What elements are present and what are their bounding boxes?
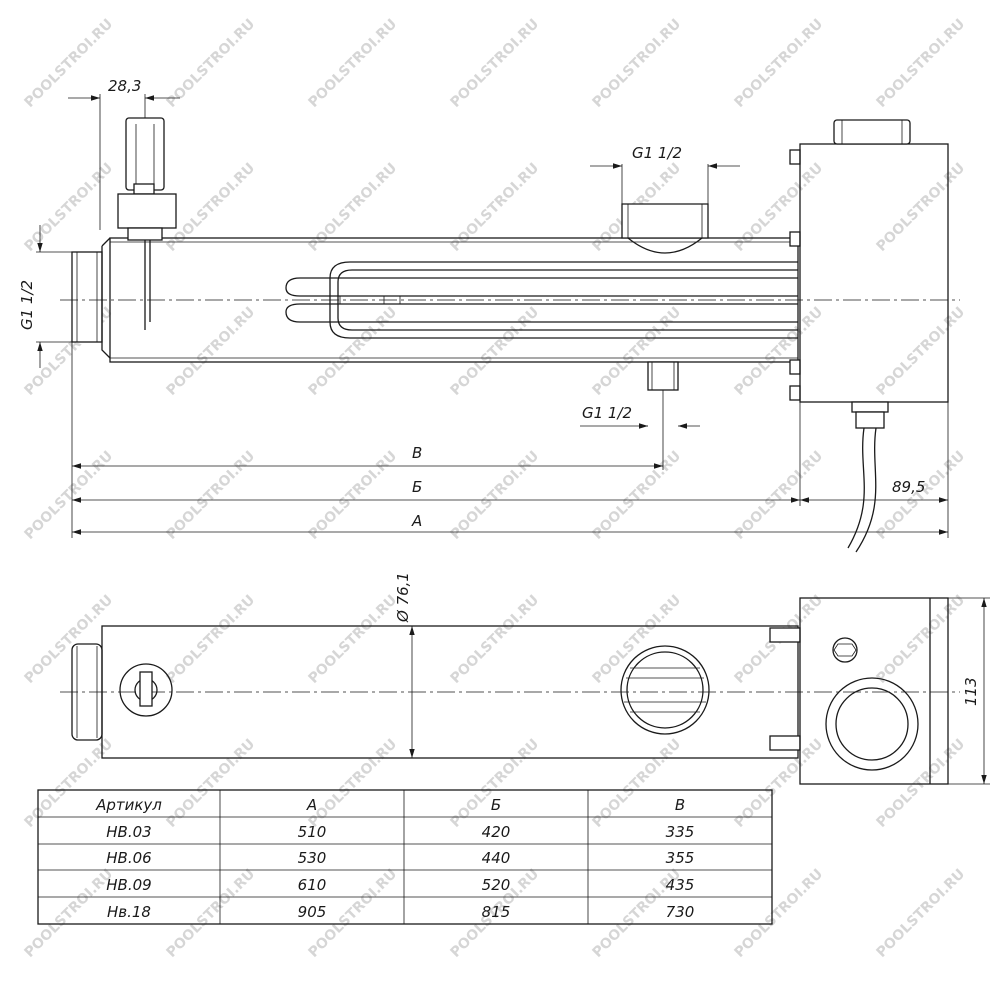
watermark-text: POOLSTROI.RU bbox=[164, 16, 259, 111]
watermark-text: POOLSTROI.RU bbox=[306, 448, 401, 543]
dim-length-a: А bbox=[411, 512, 422, 530]
watermark-text: POOLSTROI.RU bbox=[22, 160, 117, 255]
spec-table: Артикул А Б В HB.03 510 420 335 HB.06 53… bbox=[37, 789, 773, 925]
table-header-article: Артикул bbox=[95, 796, 162, 814]
watermark-text: POOLSTROI.RU bbox=[164, 448, 259, 543]
table-header-b: Б bbox=[491, 796, 501, 814]
watermark-text: POOLSTROI.RU bbox=[732, 16, 827, 111]
watermark-text: POOLSTROI.RU bbox=[590, 448, 685, 543]
watermark-text: POOLSTROI.RU bbox=[448, 16, 543, 111]
dim-length-v: В bbox=[412, 444, 422, 462]
watermark-text: POOLSTROI.RU bbox=[164, 304, 259, 399]
watermark-text: POOLSTROI.RU bbox=[448, 304, 543, 399]
watermark-text: POOLSTROI.RU bbox=[732, 160, 827, 255]
table-cell: 335 bbox=[666, 823, 695, 841]
watermark-text: POOLSTROI.RU bbox=[874, 866, 969, 961]
table-cell: HB.06 bbox=[106, 849, 151, 867]
watermark-text: POOLSTROI.RU bbox=[590, 16, 685, 111]
table-cell: HB.09 bbox=[106, 876, 151, 894]
watermark-text: POOLSTROI.RU bbox=[448, 592, 543, 687]
cable-gland bbox=[825, 677, 919, 771]
dim-inlet-offset: 28,3 bbox=[108, 77, 141, 95]
table-cell: 435 bbox=[666, 876, 695, 894]
table-cell: 905 bbox=[298, 903, 327, 921]
top-port bbox=[621, 203, 709, 239]
watermark-text: POOLSTROI.RU bbox=[590, 592, 685, 687]
top-view: Ø 76,1 113 bbox=[60, 572, 990, 785]
watermark-text: POOLSTROI.RU bbox=[164, 160, 259, 255]
table-cell: 730 bbox=[666, 903, 695, 921]
watermark-text: POOLSTROI.RU bbox=[874, 304, 969, 399]
sensor-port-top bbox=[119, 663, 173, 717]
watermark-text: POOLSTROI.RU bbox=[22, 866, 117, 961]
dim-top-port: G1 1/2 bbox=[632, 144, 682, 162]
watermark-text: POOLSTROI.RU bbox=[306, 304, 401, 399]
table-cell: 440 bbox=[482, 849, 511, 867]
watermark-text: POOLSTROI.RU bbox=[874, 16, 969, 111]
watermark-text: POOLSTROI.RU bbox=[732, 866, 827, 961]
table-header-a: А bbox=[306, 796, 317, 814]
table-cell: 420 bbox=[482, 823, 511, 841]
table-header-v: В bbox=[675, 796, 685, 814]
watermark-text: POOLSTROI.RU bbox=[22, 16, 117, 111]
bolt bbox=[832, 637, 858, 663]
dim-length-b: Б bbox=[412, 478, 422, 496]
watermark-text: POOLSTROI.RU bbox=[306, 160, 401, 255]
dim-bottom-port: G1 1/2 bbox=[582, 404, 632, 422]
watermark-text: POOLSTROI.RU bbox=[732, 448, 827, 543]
watermark-text: POOLSTROI.RU bbox=[306, 592, 401, 687]
watermark-text: POOLSTROI.RU bbox=[164, 592, 259, 687]
dim-box-height: 113 bbox=[962, 677, 980, 706]
dim-box-length: 89,5 bbox=[892, 478, 925, 496]
table-cell: 510 bbox=[298, 823, 327, 841]
left-inlet-thread bbox=[71, 251, 103, 343]
table-cell: Hв.18 bbox=[107, 903, 151, 921]
side-dimensions: 28,3 G1 1/2 G1 1/2 G1 1/2 bbox=[18, 77, 949, 538]
table-cell: 815 bbox=[482, 903, 511, 921]
power-cable bbox=[847, 427, 865, 549]
watermark-text: POOLSTROI.RU bbox=[874, 592, 969, 687]
dim-side-port: G1 1/2 bbox=[18, 280, 36, 330]
watermark-text: POOLSTROI.RU bbox=[22, 448, 117, 543]
watermark-text: POOLSTROI.RU bbox=[164, 866, 259, 961]
table-cell: HB.03 bbox=[106, 823, 151, 841]
table-cell: 520 bbox=[482, 876, 511, 894]
side-view: 28,3 G1 1/2 G1 1/2 G1 1/2 bbox=[18, 77, 960, 553]
watermark-text: POOLSTROI.RU bbox=[306, 16, 401, 111]
bottom-port bbox=[647, 361, 679, 391]
watermark-text: POOLSTROI.RU bbox=[448, 160, 543, 255]
watermark-text: POOLSTROI.RU bbox=[732, 304, 827, 399]
watermark-text: POOLSTROI.RU bbox=[874, 160, 969, 255]
terminal-box-top bbox=[799, 597, 949, 785]
watermark-text: POOLSTROI.RU bbox=[448, 448, 543, 543]
table-cell: 610 bbox=[298, 876, 327, 894]
table-cell: 355 bbox=[666, 849, 695, 867]
dim-diameter: Ø 76,1 bbox=[394, 572, 412, 623]
top-port-circle bbox=[620, 645, 710, 735]
left-end-cap bbox=[101, 237, 111, 359]
temperature-sensor bbox=[117, 117, 177, 330]
table-cell: 530 bbox=[298, 849, 327, 867]
